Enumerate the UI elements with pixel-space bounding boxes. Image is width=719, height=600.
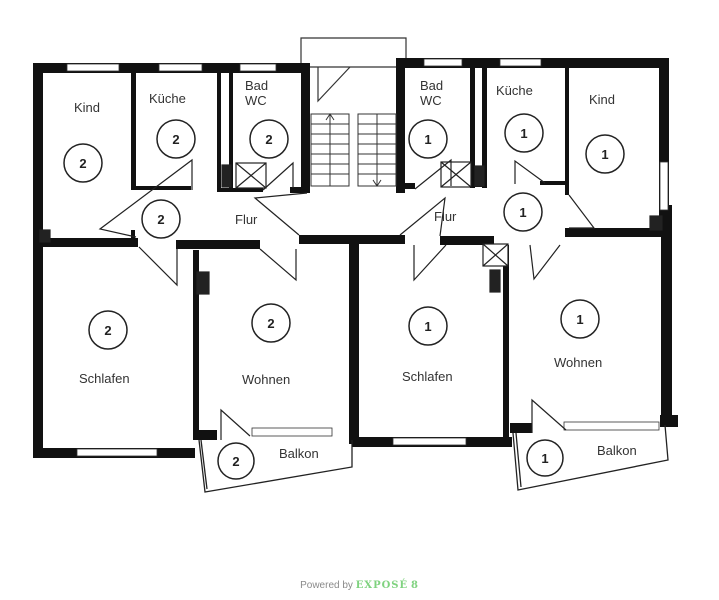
powered-by-text: Powered by <box>300 580 353 591</box>
svg-text:Schlafen: Schlafen <box>402 369 453 384</box>
svg-text:2: 2 <box>104 323 111 338</box>
svg-text:Bad: Bad <box>245 78 268 93</box>
svg-text:2: 2 <box>172 132 179 147</box>
svg-text:1: 1 <box>424 319 431 334</box>
room-bad-wc-1: Bad WC 1 <box>408 78 448 159</box>
powered-by-footer: Powered by EXPOSÉ 8 <box>0 580 719 591</box>
svg-text:2: 2 <box>157 212 164 227</box>
balconies <box>198 424 669 493</box>
utility-shafts <box>39 161 663 295</box>
room-schlafen-1: Schlafen 1 <box>402 306 453 384</box>
svg-text:Küche: Küche <box>496 83 533 98</box>
room-schlafen-2: Schlafen 2 <box>79 310 130 386</box>
room-kind-1: Kind 1 <box>585 92 625 174</box>
svg-text:Wohnen: Wohnen <box>242 372 290 387</box>
windows <box>66 58 669 457</box>
svg-text:2: 2 <box>265 132 272 147</box>
svg-text:2: 2 <box>267 316 274 331</box>
room-wohnen-1: Wohnen 1 <box>554 299 602 370</box>
room-balkon-2: Balkon 2 <box>217 442 319 480</box>
room-kueche-2: Küche 2 <box>149 91 196 159</box>
door-swings <box>98 158 596 440</box>
svg-text:1: 1 <box>541 451 548 466</box>
svg-text:WC: WC <box>420 93 442 108</box>
svg-text:1: 1 <box>601 147 608 162</box>
svg-text:1: 1 <box>424 132 431 147</box>
svg-text:Wohnen: Wohnen <box>554 355 602 370</box>
svg-text:WC: WC <box>245 93 267 108</box>
svg-text:Flur: Flur <box>235 212 258 227</box>
svg-text:Kind: Kind <box>589 92 615 107</box>
svg-text:Schlafen: Schlafen <box>79 371 130 386</box>
svg-text:Balkon: Balkon <box>279 446 319 461</box>
svg-text:Balkon: Balkon <box>597 443 637 458</box>
svg-text:1: 1 <box>576 312 583 327</box>
room-bad-wc-2: Bad WC 2 <box>245 78 289 159</box>
svg-text:1: 1 <box>519 205 526 220</box>
room-wohnen-2: Wohnen 2 <box>242 303 291 387</box>
svg-text:2: 2 <box>232 454 239 469</box>
staircase <box>310 113 397 187</box>
svg-text:Bad: Bad <box>420 78 443 93</box>
room-kind-2: Kind 2 <box>63 100 103 183</box>
svg-text:2: 2 <box>79 156 86 171</box>
expose-logo: EXPOSÉ <box>355 580 409 591</box>
entrance-canopy <box>300 37 407 103</box>
unit-badge <box>63 143 103 183</box>
room-balkon-1: Balkon 1 <box>526 439 637 477</box>
svg-text:1: 1 <box>520 126 527 141</box>
expose-version: 8 <box>410 580 419 591</box>
room-label: Kind <box>74 100 100 115</box>
svg-text:Küche: Küche <box>149 91 186 106</box>
room-flur-1: Flur 1 <box>434 192 543 232</box>
room-flur-2: Flur 2 <box>141 199 258 239</box>
svg-text:Flur: Flur <box>434 209 457 224</box>
room-kueche-1: Küche 1 <box>496 83 544 153</box>
